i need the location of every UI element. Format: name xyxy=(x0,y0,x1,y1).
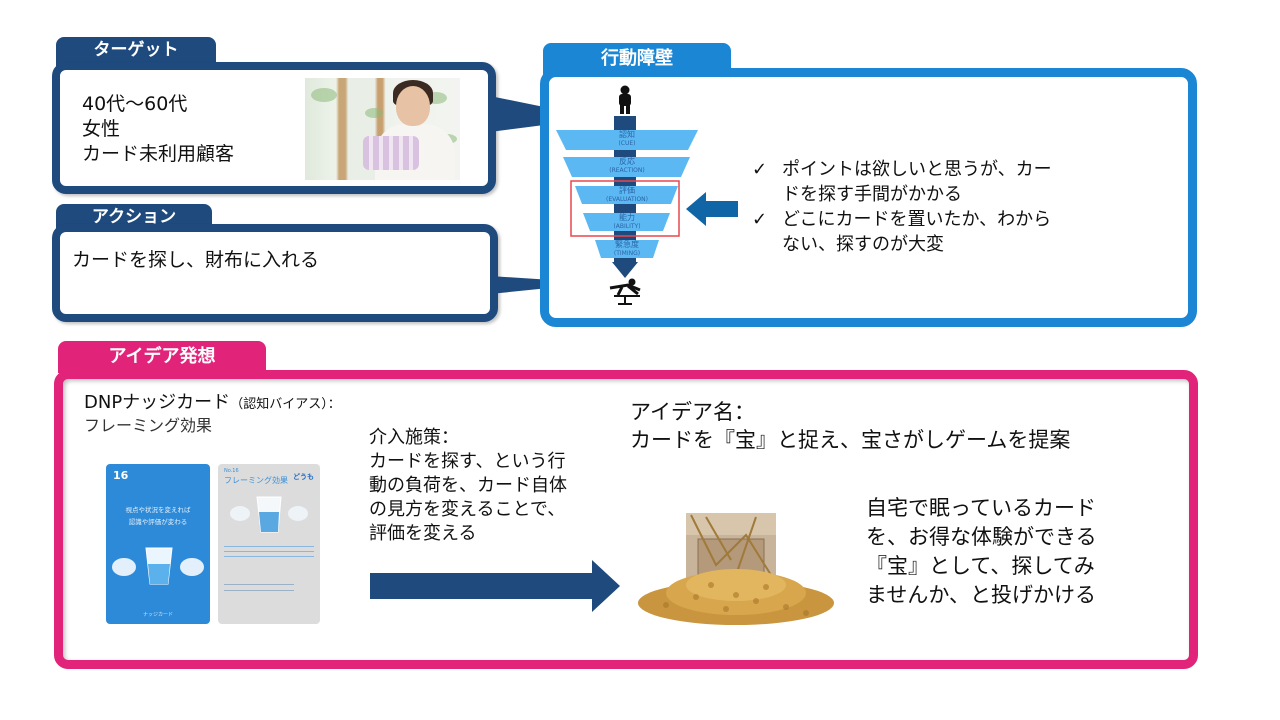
nudge-card-footer: ナッジカード xyxy=(142,612,173,618)
idea-name-title: アイデア名： xyxy=(630,400,755,424)
funnel-labels: 認知(CUE) 反応(REACTION) 評価(EVALUATION) 能力(A… xyxy=(556,130,698,260)
target-age: 40代～60代 xyxy=(82,93,188,115)
check-icon: ✓ xyxy=(752,209,768,230)
barrier-point: ✓ ポイントは欲しいと思うが、カー ドを探す手間がかかる xyxy=(752,159,1052,205)
left-arrow-icon xyxy=(686,192,738,226)
idea-description-line: 『宝』として、探してみ xyxy=(866,554,1095,578)
thought-bubble-right xyxy=(288,506,308,521)
nudge-card-headline: 認識や評価が変わる xyxy=(128,518,188,526)
funnel-layer-evaluation xyxy=(575,186,678,204)
barrier-points: ✓ ポイントは欲しいと思うが、カー ドを探す手間がかかる ✓ どこにカードを置い… xyxy=(752,157,1132,257)
intervention: 介入施策： カードを探す、という行 動の負荷を、カード自体 の見方を変えることで… xyxy=(369,426,567,546)
nudge-card-front: 16 視点や状況を変えれば 認識や評価が変わる ナッジカード xyxy=(106,464,210,624)
funnel-label-cue: 認知(CUE) xyxy=(618,130,636,147)
thought-bubble-left xyxy=(230,506,250,521)
target-tab-label: ターゲット xyxy=(93,40,179,60)
standing-person-icon xyxy=(619,85,631,114)
nudge-card-back-body xyxy=(224,546,314,560)
nudge-effect: フレーミング効果 xyxy=(84,416,213,435)
idea-description: 自宅で眠っているカード を、お得な体験ができる 『宝』として、探してみ ませんか… xyxy=(866,494,1097,610)
funnel-down-arrow xyxy=(612,262,638,278)
nudge-card-back-notes xyxy=(224,584,294,596)
funnel-label-timing: 緊急度(TIMING) xyxy=(613,240,641,257)
idea-name-block: アイデア名： カードを『宝』と捉え、宝さがしゲームを提案 xyxy=(630,398,1070,454)
intervention-line: の見方を変えることで、 xyxy=(369,499,566,520)
hurdle-runner-icon xyxy=(609,278,641,305)
glass-icon xyxy=(256,496,282,533)
idea-name: カードを『宝』と捉え、宝さがしゲームを提案 xyxy=(630,428,1071,452)
idea-description-line: ませんか、と投げかける xyxy=(866,583,1096,607)
treasure-chest-image xyxy=(638,513,834,625)
intervention-line: カードを探す、という行 xyxy=(369,451,566,472)
idea-tab: アイデア発想 xyxy=(58,341,266,373)
nudge-card-category: （認知バイアス）： xyxy=(230,397,341,412)
target-photo xyxy=(305,78,460,180)
idea-description-line: 自宅で眠っているカード xyxy=(866,496,1096,520)
funnel-diagram xyxy=(556,85,698,305)
target-box: 40代～60代 女性 カード未利用顧客 xyxy=(52,62,496,194)
intervention-line: 動の負荷を、カード自体 xyxy=(369,475,567,496)
glass-icon xyxy=(145,547,173,585)
nudge-card-back-number: No.16 xyxy=(224,468,239,474)
intervention-title: 介入施策： xyxy=(369,427,459,448)
target-lines: 40代～60代 女性 カード未利用顧客 xyxy=(82,92,234,167)
thought-bubble-right xyxy=(180,558,204,576)
nudge-card-headline: 視点や状況を変えれば xyxy=(125,506,191,514)
target-gender: 女性 xyxy=(82,118,121,140)
funnel-layer-timing xyxy=(595,240,659,258)
nudge-card-title: DNPナッジカード xyxy=(84,392,231,413)
action-box: カードを探し、財布に入れる xyxy=(52,224,498,322)
nudge-card-number: 16 xyxy=(113,469,129,482)
action-tab-label: アクション xyxy=(91,207,177,227)
nudge-card-back-title: フレーミング効果 xyxy=(224,476,288,485)
nudge-card-heading: DNPナッジカード（認知バイアス）： xyxy=(84,392,341,416)
barrier-point: ✓ どこにカードを置いたか、わから ない、探すのが大変 xyxy=(752,209,1052,255)
funnel-label-reaction: 反応(REACTION) xyxy=(609,157,645,174)
funnel-label-ability: 能力(ABILITY) xyxy=(613,213,641,230)
funnel-label-evaluation: 評価(EVALUATION) xyxy=(605,186,649,203)
funnel-layer-ability xyxy=(583,213,670,231)
barrier-tab-label: 行動障壁 xyxy=(601,48,673,69)
check-icon: ✓ xyxy=(752,159,768,180)
target-segment: カード未利用顧客 xyxy=(82,143,235,165)
funnel-layer-reaction xyxy=(563,157,690,177)
thought-bubble-left xyxy=(112,558,136,576)
idea-tab-label: アイデア発想 xyxy=(108,346,216,367)
funnel-layer-cue xyxy=(556,130,698,150)
action-text: カードを探し、財布に入れる xyxy=(72,249,320,271)
idea-description-line: を、お得な体験ができる xyxy=(866,525,1097,549)
highlight-frame xyxy=(570,180,680,237)
intervention-line: 評価を変える xyxy=(369,523,477,544)
right-arrow-icon xyxy=(370,560,620,612)
nudge-card-back: No.16 フレーミング効果 どうも xyxy=(218,464,320,624)
nudge-card-back-brand: どうも xyxy=(293,473,314,481)
